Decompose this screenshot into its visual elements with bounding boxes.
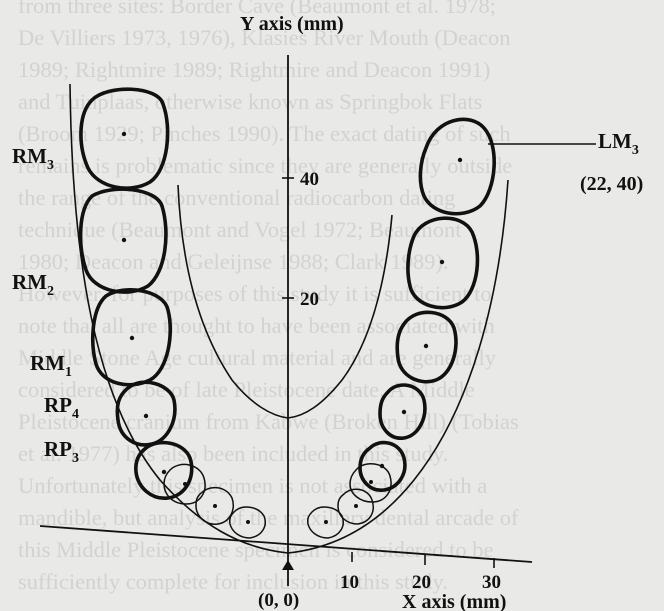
x-axis-title: X axis (mm) bbox=[402, 591, 506, 611]
x-tick-label-10: 10 bbox=[340, 572, 359, 593]
x-tick-label-30: 30 bbox=[482, 572, 501, 593]
origin-label: (0, 0) bbox=[258, 590, 299, 611]
y-tick-label-20: 20 bbox=[300, 289, 319, 310]
x-tick-label-20: 20 bbox=[412, 572, 431, 593]
y-axis-title: Y axis (mm) bbox=[240, 13, 344, 35]
y-tick-label-40: 40 bbox=[300, 169, 319, 190]
label-lm3-coord: (22, 40) bbox=[580, 173, 643, 195]
